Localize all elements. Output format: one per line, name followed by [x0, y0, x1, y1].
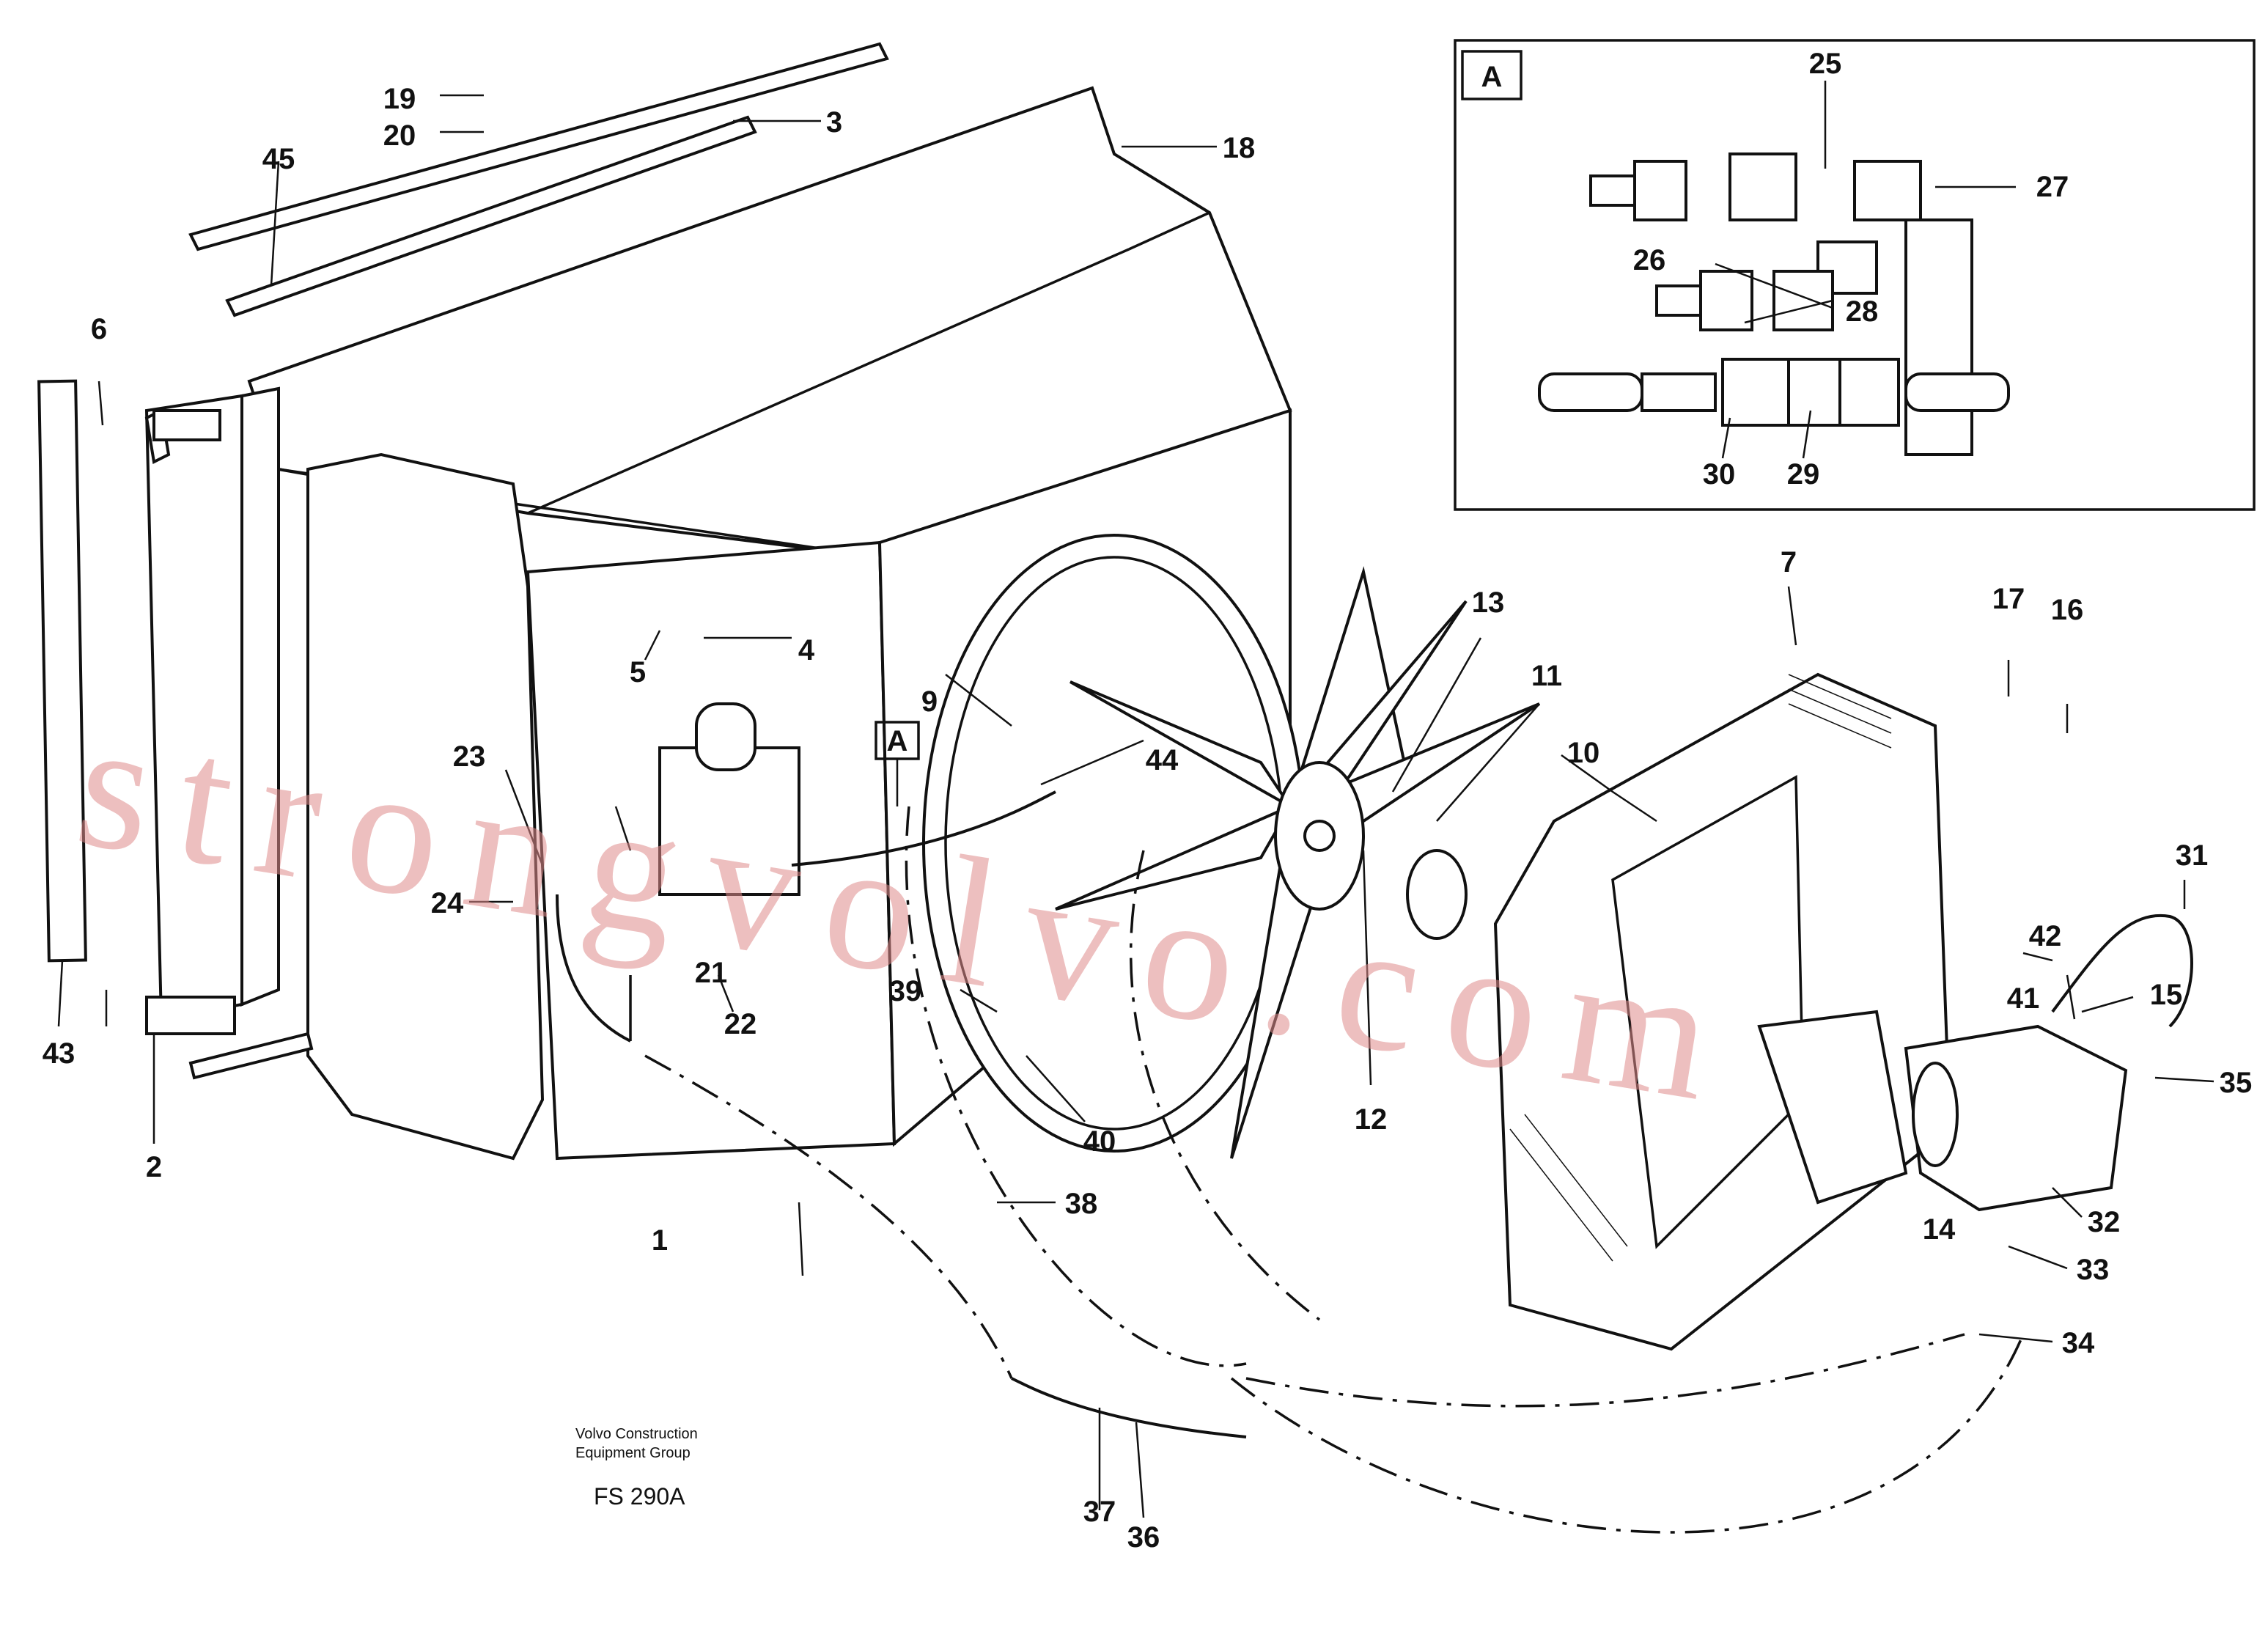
hoses [556, 790, 2025, 1534]
callout-5: 5 [630, 656, 646, 688]
callout-31: 31 [2176, 839, 2209, 872]
callout-numbers: 1 2 3 4 5 6 7 9 10 11 12 13 14 15 16 17 … [43, 48, 2253, 1554]
callout-11: 11 [1531, 660, 1562, 692]
callout-18: 18 [1223, 132, 1256, 164]
callout-12: 12 [1355, 1103, 1388, 1136]
section-marker-a: A [875, 721, 920, 806]
figure-caption: Volvo Construction Equipment Group FS 29… [575, 1426, 698, 1510]
callout-38: 38 [1065, 1188, 1098, 1220]
callout-21: 21 [695, 957, 728, 989]
callout-3: 3 [826, 106, 842, 139]
callout-14: 14 [1923, 1213, 1956, 1246]
callout-41: 41 [2007, 982, 2040, 1015]
callout-10: 10 [1567, 737, 1600, 769]
callout-13: 13 [1472, 587, 1505, 619]
fan-guard [1493, 672, 1952, 1351]
callout-34: 34 [2062, 1327, 2095, 1359]
callout-30: 30 [1703, 458, 1736, 490]
fan-assembly [1055, 566, 1541, 1159]
callout-15: 15 [2150, 979, 2183, 1011]
callout-6: 6 [91, 313, 107, 345]
callout-39: 39 [889, 975, 922, 1007]
callout-37: 37 [1083, 1496, 1116, 1528]
callout-22: 22 [724, 1008, 757, 1040]
callout-32: 32 [2088, 1206, 2121, 1238]
callout-26: 26 [1633, 244, 1666, 276]
callout-27: 27 [2036, 171, 2069, 203]
inset-a-box: A [1454, 39, 2256, 511]
caption-line-1: Volvo Construction [575, 1426, 698, 1442]
callout-42: 42 [2029, 920, 2062, 952]
callout-43: 43 [43, 1037, 76, 1070]
callout-28: 28 [1846, 295, 1879, 328]
leader-lines [57, 81, 2214, 1518]
inset-a-label: A [1481, 61, 1503, 93]
callout-7: 7 [1781, 546, 1797, 578]
callout-36: 36 [1127, 1521, 1160, 1554]
callout-9: 9 [921, 685, 938, 718]
callout-25: 25 [1809, 48, 1842, 80]
callout-17: 17 [1992, 583, 2025, 615]
callout-44: 44 [1146, 744, 1179, 776]
caption-line-2: Equipment Group [575, 1445, 691, 1461]
radiator-side-frame [37, 42, 889, 1080]
callout-29: 29 [1787, 458, 1820, 490]
callout-40: 40 [1083, 1125, 1116, 1158]
hydraulic-motor [1904, 914, 2193, 1212]
inset-fittings [1538, 152, 2010, 456]
callout-20: 20 [383, 120, 416, 152]
callout-1: 1 [652, 1224, 668, 1257]
callout-23: 23 [453, 740, 486, 773]
figure-code: FS 290A [594, 1483, 685, 1510]
section-marker-label: A [887, 725, 908, 757]
callout-2: 2 [146, 1151, 162, 1183]
callout-4: 4 [798, 634, 815, 666]
callout-33: 33 [2077, 1254, 2110, 1286]
callout-19: 19 [383, 83, 416, 115]
callout-16: 16 [2051, 594, 2084, 626]
callout-35: 35 [2220, 1067, 2253, 1099]
callout-45: 45 [262, 143, 295, 175]
callout-24: 24 [431, 887, 464, 919]
